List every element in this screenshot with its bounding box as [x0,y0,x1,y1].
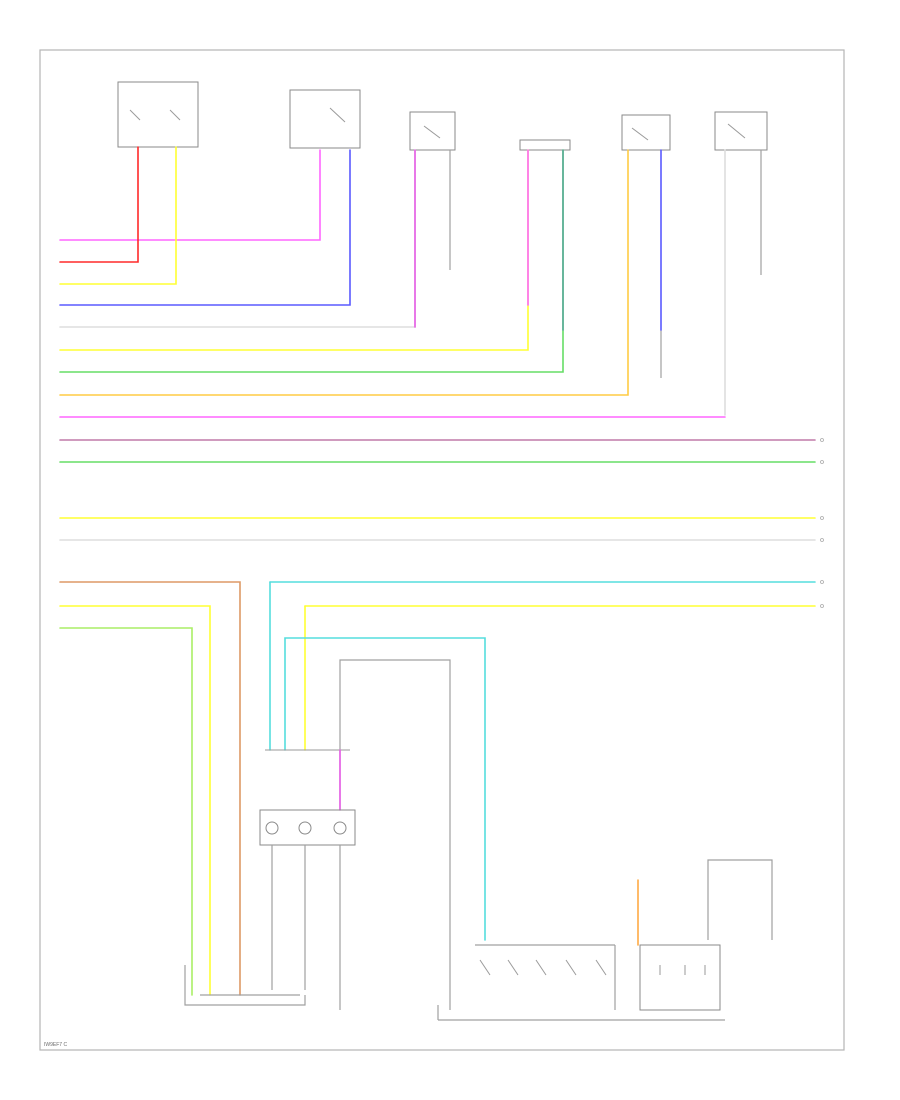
center-connector [259,749,356,1010]
top-ground-drops [449,150,762,378]
ignition-switch [289,89,361,149]
top-wires [59,146,726,418]
horizontal-wires [59,439,816,607]
module-4 [519,139,571,151]
switch-5 [621,114,671,151]
switch-3 [409,111,456,151]
diagram-code: IW9EF7 C [44,1042,67,1048]
diagram-frame [39,49,845,1051]
bottom-left-module [184,965,306,1006]
right-terminals [820,438,824,608]
bottom-right-module [437,859,773,1021]
bottom-left-wires [59,581,486,1010]
fuse-box-left [117,81,199,148]
switch-6 [714,111,768,151]
